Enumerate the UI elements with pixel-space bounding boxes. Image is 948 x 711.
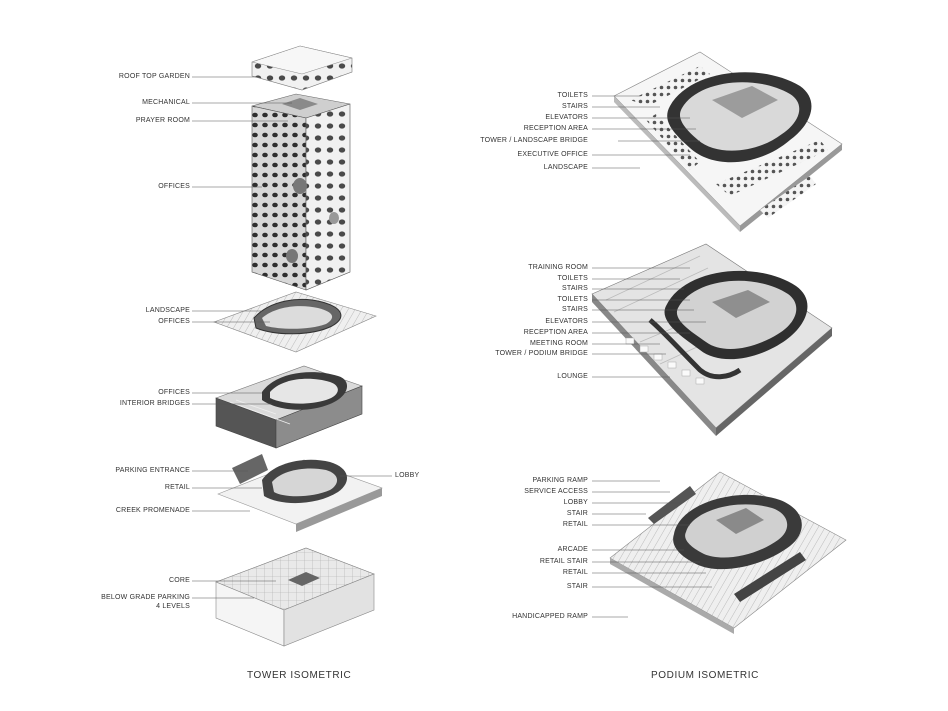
label-p1-executive-office: EXECUTIVE OFFICE xyxy=(517,151,588,158)
tower-leader-lines xyxy=(192,76,392,599)
label-four-levels: 4 LEVELS xyxy=(156,603,190,610)
label-p1-stairs: STAIRS xyxy=(562,103,588,110)
roof-top-garden-drawing xyxy=(251,45,353,91)
label-p2-stairs-b: STAIRS xyxy=(562,306,588,313)
podium-office-level-drawing xyxy=(591,243,833,436)
label-p3-lobby: LOBBY xyxy=(563,499,588,506)
label-creek-promenade: CREEK PROMENADE xyxy=(115,507,190,514)
label-p3-handicapped-ramp: HANDICAPPED RAMP xyxy=(512,613,588,620)
label-p3-parking-ramp: PARKING RAMP xyxy=(532,477,588,484)
label-lobby: LOBBY xyxy=(395,472,420,479)
label-p3-retail-b: RETAIL xyxy=(562,569,588,576)
landscape-level-drawing xyxy=(213,291,377,353)
tower-isometric-caption: TOWER ISOMETRIC xyxy=(247,670,352,681)
label-p1-landscape: LANDSCAPE xyxy=(543,164,588,171)
label-p2-tower-podium-bridge: TOWER / PODIUM BRIDGE xyxy=(495,350,588,357)
label-p3-retail-stair: RETAIL STAIR xyxy=(539,558,588,565)
label-interior-bridges: INTERIOR BRIDGES xyxy=(119,400,190,407)
label-p1-elevators: ELEVATORS xyxy=(545,114,588,121)
tower-shaft-drawing xyxy=(251,93,351,291)
label-offices-landscape-level: OFFICES xyxy=(158,318,190,325)
label-parking-entrance: PARKING ENTRANCE xyxy=(115,467,190,474)
parking-level-drawing xyxy=(215,547,375,647)
label-p3-stair-b: STAIR xyxy=(566,583,588,590)
label-p1-toilets: TOILETS xyxy=(557,92,588,99)
label-roof-top-garden: ROOF TOP GARDEN xyxy=(118,73,190,80)
label-p3-service-access: SERVICE ACCESS xyxy=(524,488,588,495)
label-prayer-room: PRAYER ROOM xyxy=(135,117,190,124)
label-p2-stairs-a: STAIRS xyxy=(562,285,588,292)
label-mechanical: MECHANICAL xyxy=(142,99,190,106)
label-p2-toilets-b: TOILETS xyxy=(557,296,588,303)
podium-lobby-level-drawing xyxy=(609,471,847,634)
label-p2-reception-area: RECEPTION AREA xyxy=(523,329,588,336)
label-landscape: LANDSCAPE xyxy=(145,307,190,314)
label-offices-bridge-level: OFFICES xyxy=(158,389,190,396)
label-p1-tower-landscape-bridge: TOWER / LANDSCAPE BRIDGE xyxy=(480,137,588,144)
label-p3-arcade: ARCADE xyxy=(557,546,588,553)
label-offices-tower: OFFICES xyxy=(158,183,190,190)
label-p3-stair-a: STAIR xyxy=(566,510,588,517)
label-p2-meeting-room: MEETING ROOM xyxy=(529,340,588,347)
label-retail: RETAIL xyxy=(164,484,190,491)
podium-isometric-caption: PODIUM ISOMETRIC xyxy=(651,670,759,681)
label-p2-lounge: LOUNGE xyxy=(557,373,588,380)
label-p2-toilets-a: TOILETS xyxy=(557,275,588,282)
offices-level-drawing xyxy=(215,365,363,449)
podium-leader-lines xyxy=(592,95,712,618)
label-p3-retail-a: RETAIL xyxy=(562,521,588,528)
label-p1-reception-area: RECEPTION AREA xyxy=(523,125,588,132)
label-p2-training-room: TRAINING ROOM xyxy=(528,264,588,271)
label-core: CORE xyxy=(168,577,190,584)
label-p2-elevators: ELEVATORS xyxy=(545,318,588,325)
lobby-level-drawing xyxy=(217,454,383,532)
label-below-grade-parking: BELOW GRADE PARKING xyxy=(101,594,190,601)
podium-landscape-level-drawing xyxy=(613,51,843,232)
